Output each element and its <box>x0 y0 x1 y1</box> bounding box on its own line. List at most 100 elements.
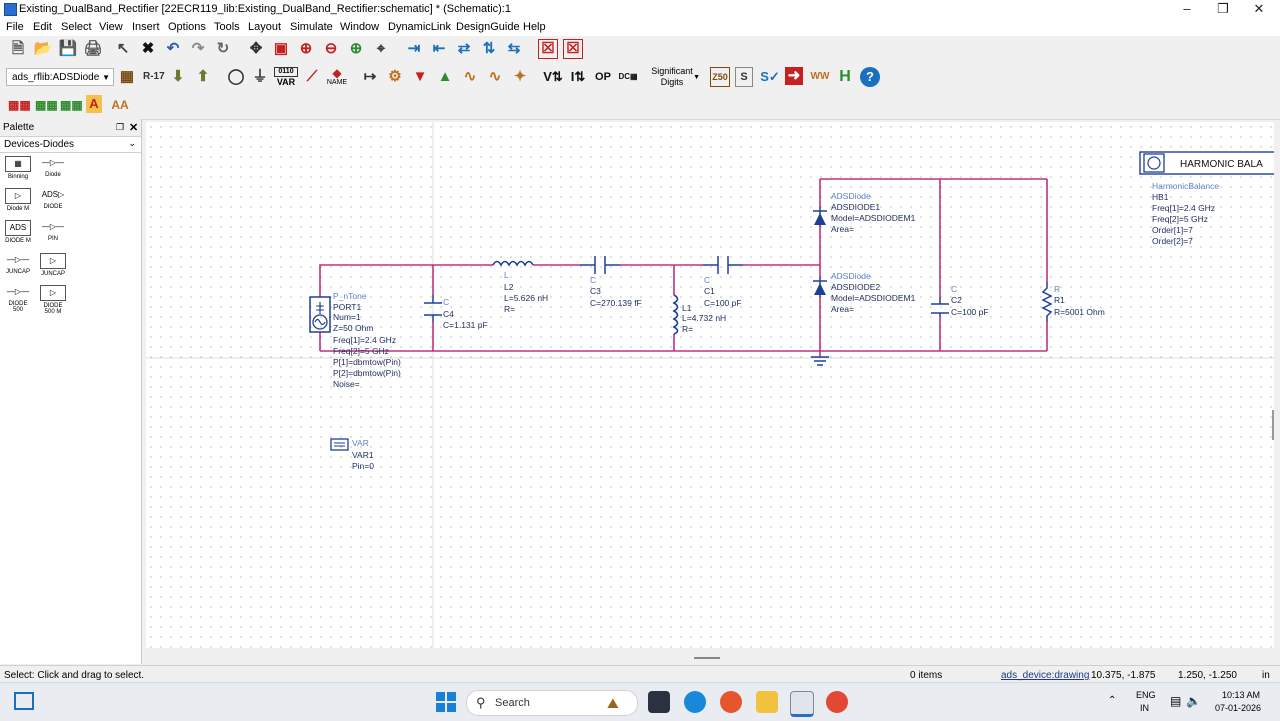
menu-dynamiclink[interactable]: DynamicLink <box>388 21 451 33</box>
short-icon[interactable]: ☒ <box>563 39 583 59</box>
hierarchy-icon[interactable]: ⇄ <box>454 39 474 59</box>
zoom-in-icon[interactable]: ⊕ <box>296 39 316 59</box>
diode1-symbol[interactable] <box>813 207 827 227</box>
palette-category-combo[interactable]: Devices-Diodes ⌄ <box>0 136 141 153</box>
ads-taskbar-icon[interactable] <box>790 691 814 717</box>
new-file-icon[interactable]: 🗎 <box>8 39 28 59</box>
palette-item[interactable]: —▷—JUNCAP <box>3 252 33 282</box>
significant-digits-dropdown[interactable]: Significant Digits ▼ <box>642 66 702 90</box>
palette-item[interactable]: —▷—DIODE 500 <box>3 284 33 314</box>
wand-icon[interactable]: ✦ <box>510 67 530 87</box>
l2-inductor-symbol[interactable] <box>493 262 533 266</box>
diode2-symbol[interactable] <box>813 277 827 297</box>
var-button[interactable]: 0110 VAR <box>274 67 298 89</box>
c1-capacitor-symbol[interactable] <box>703 256 743 274</box>
insert-icon[interactable]: ↦ <box>360 67 380 87</box>
undo-icon[interactable]: ↶ <box>163 39 183 59</box>
zoom-area-icon[interactable]: ▣ <box>271 39 291 59</box>
name-button[interactable]: ◆ NAME <box>324 67 350 89</box>
component-library-icon[interactable]: ▦ <box>117 67 137 87</box>
port-source-symbol[interactable] <box>310 297 330 332</box>
bus-tool-icon[interactable]: ▦▦ <box>60 95 80 115</box>
schematic-canvas[interactable]: P_nTone PORT1 Num=1 Z=50 Ohm Freq[1]=2.4… <box>146 122 1274 648</box>
optimize-icon[interactable]: ∿ <box>485 67 505 87</box>
help-icon[interactable]: ? <box>860 67 880 87</box>
s-wizard-icon[interactable]: S✓ <box>760 67 780 87</box>
select-pointer-icon[interactable]: ↖ <box>113 39 133 59</box>
text-tool-icon[interactable]: A <box>86 95 102 113</box>
pop-out-icon[interactable]: ⇤ <box>429 39 449 59</box>
app-taskbar-icon[interactable] <box>648 691 670 713</box>
lang-line1[interactable]: ENG <box>1136 690 1156 700</box>
menu-select[interactable]: Select <box>61 21 92 33</box>
palette-item[interactable]: —▷—PIN <box>38 219 68 249</box>
current-icon[interactable]: I⇅ <box>568 67 588 87</box>
save-icon[interactable]: 💾 <box>58 39 78 59</box>
menu-file[interactable]: File <box>6 21 24 33</box>
rotate-icon[interactable]: ↻ <box>213 39 233 59</box>
wire-icon[interactable]: ⟋ <box>302 67 322 87</box>
z50-icon[interactable]: Z50 <box>710 67 730 87</box>
palette-item[interactable]: ▷JUNCAP <box>38 252 68 282</box>
voltage-icon[interactable]: V⇅ <box>543 67 563 87</box>
volume-icon[interactable]: 🔈 <box>1186 694 1201 708</box>
ww-icon[interactable]: WW <box>810 67 830 87</box>
c2-capacitor-symbol[interactable] <box>931 297 949 316</box>
menu-window[interactable]: Window <box>340 21 379 33</box>
download-icon[interactable]: ⬇ <box>168 67 188 87</box>
palette-item[interactable]: —▷—Diode <box>38 155 68 185</box>
minimize-button[interactable]: – <box>1172 1 1202 17</box>
print-icon[interactable]: 🖨 <box>83 39 103 59</box>
array-tool-icon[interactable]: AA <box>110 95 130 115</box>
schematic-svg[interactable]: P_nTone PORT1 Num=1 Z=50 Ohm Freq[1]=2.4… <box>146 122 1274 648</box>
palette-item[interactable]: ADSDIODE M <box>3 219 33 249</box>
port-icon[interactable]: ◯ <box>226 67 246 87</box>
zoom-out-icon[interactable]: ⊖ <box>321 39 341 59</box>
r1-resistor-symbol[interactable] <box>1043 282 1051 322</box>
clock-time[interactable]: 10:13 AM <box>1222 690 1260 700</box>
tune-icon[interactable]: ∿ <box>460 67 480 87</box>
l1-inductor-symbol[interactable] <box>674 295 678 334</box>
simulate-icon[interactable]: ▲ <box>435 67 455 87</box>
deactivate-icon[interactable]: ☒ <box>538 39 558 59</box>
vertical-scrollbar[interactable] <box>1272 410 1274 440</box>
h-button[interactable]: H <box>835 67 855 87</box>
taskbar-search[interactable]: ⚲ Search ⛰ <box>466 690 638 716</box>
ground-icon[interactable]: ⏚ <box>250 67 270 87</box>
menu-layout[interactable]: Layout <box>248 21 281 33</box>
snap-icon[interactable]: ⌖ <box>371 39 391 59</box>
dc-icon[interactable]: DC▦ <box>618 67 638 87</box>
op-icon[interactable]: OP <box>593 67 613 87</box>
menu-simulate[interactable]: Simulate <box>290 21 333 33</box>
binning-tool-icon[interactable]: ▦▦ <box>8 95 28 115</box>
zoom-fit-icon[interactable]: ⊕ <box>346 39 366 59</box>
s-param-icon[interactable]: S <box>735 67 753 87</box>
menu-view[interactable]: View <box>99 21 123 33</box>
delete-icon[interactable]: ✖ <box>138 39 158 59</box>
palette-item[interactable]: ▷Diode M <box>3 187 33 217</box>
menu-edit[interactable]: Edit <box>33 21 52 33</box>
file-explorer-icon[interactable] <box>756 691 778 713</box>
menu-tools[interactable]: Tools <box>214 21 240 33</box>
open-folder-icon[interactable]: 📂 <box>33 39 53 59</box>
align-icon[interactable]: ⇅ <box>479 39 499 59</box>
library-combo[interactable]: ads_rflib:ADSDiode ▼ <box>6 68 114 86</box>
move-icon[interactable]: ✥ <box>246 39 266 59</box>
menu-insert[interactable]: Insert <box>132 21 160 33</box>
c3-capacitor-symbol[interactable] <box>580 256 620 274</box>
push-into-icon[interactable]: ⇥ <box>404 39 424 59</box>
float-icon[interactable]: ❐ <box>116 122 124 133</box>
maximize-button[interactable]: ❐ <box>1208 1 1238 17</box>
menu-help[interactable]: Help <box>523 21 546 33</box>
var-block-symbol[interactable] <box>331 439 348 450</box>
distribute-icon[interactable]: ⇆ <box>504 39 524 59</box>
palette-item[interactable]: ▷DIODE 500 M <box>38 284 68 314</box>
chrome-icon[interactable] <box>826 691 848 713</box>
close-button[interactable]: ✕ <box>1244 1 1274 17</box>
lang-line2[interactable]: IN <box>1140 703 1149 713</box>
start-icon[interactable] <box>436 692 456 712</box>
palette-item[interactable]: ▦Binning <box>3 155 33 185</box>
menu-designguide[interactable]: DesignGuide <box>456 21 520 33</box>
export-icon[interactable]: ➜ <box>785 67 803 85</box>
redo-icon[interactable]: ↷ <box>188 39 208 59</box>
